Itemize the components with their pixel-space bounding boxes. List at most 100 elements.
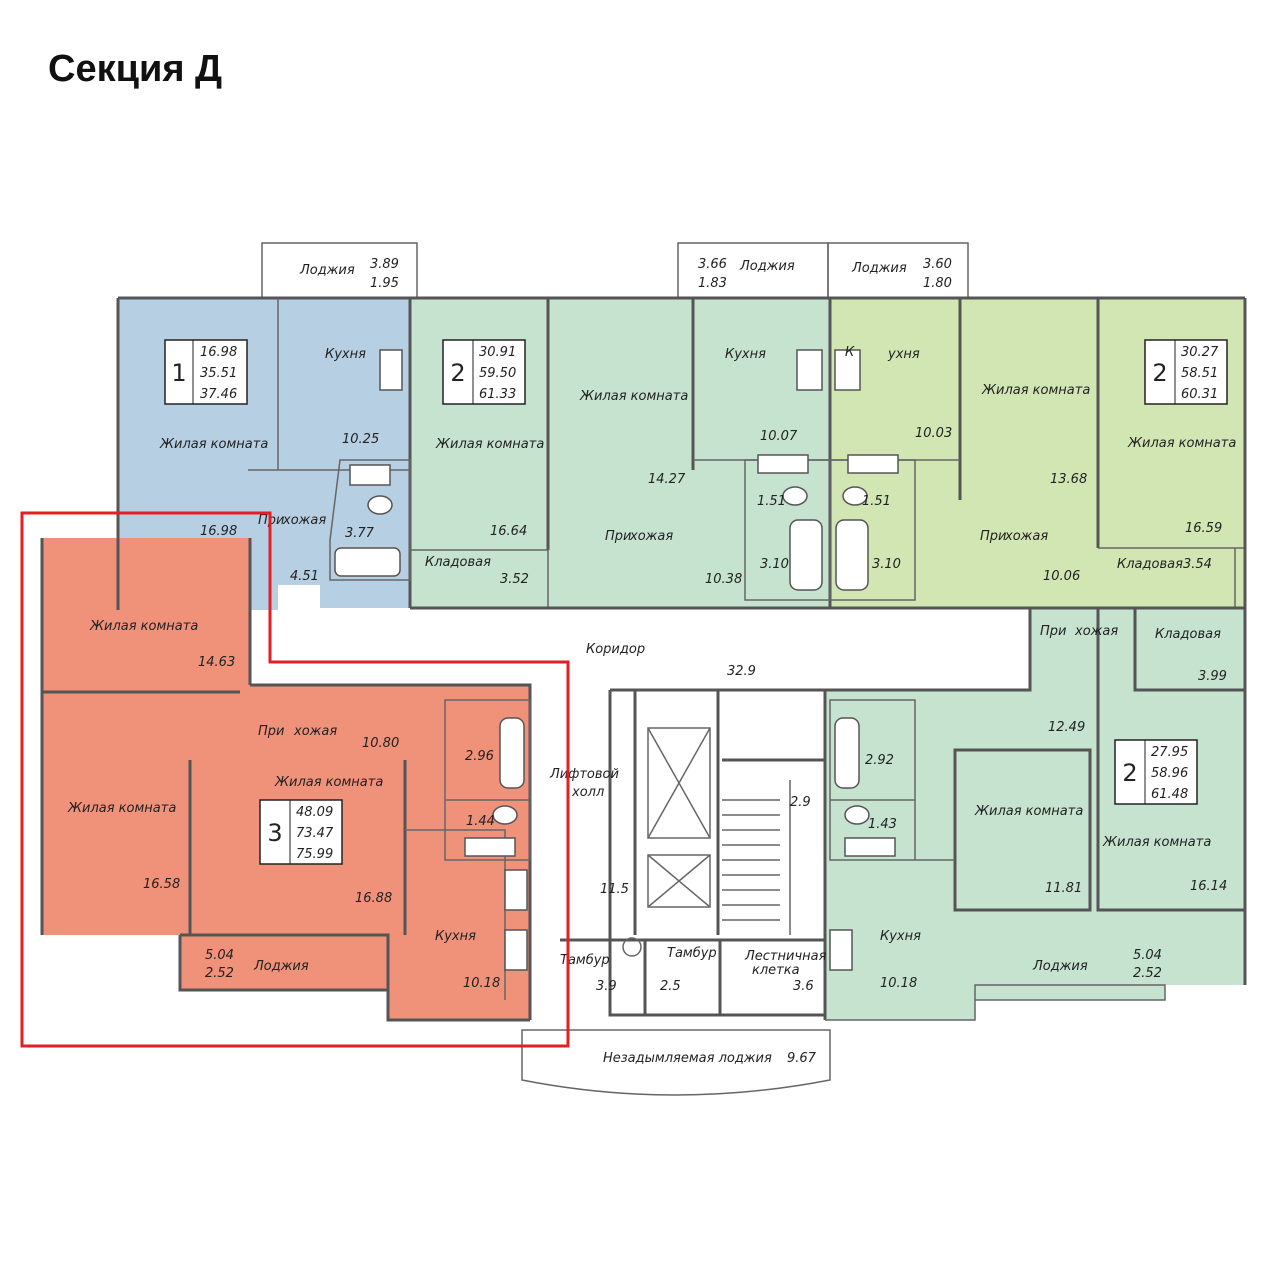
apartment-1-box: 1 16.98 35.51 37.46 — [164, 339, 248, 405]
section-title: Секция Д — [48, 48, 223, 90]
apt1-area-full: 37.46 — [200, 387, 237, 402]
apt2-hall-label-a: При — [605, 529, 631, 544]
apt2-hall-label-b: хожая — [629, 529, 673, 544]
apt1-living-label: Жилая комната — [159, 437, 268, 452]
apt5-hall-label-b: хожая — [1074, 624, 1118, 639]
apt1-living-area: 16.98 — [200, 524, 237, 539]
apt5-living-2-label: Жилая комната — [1102, 835, 1211, 850]
apt5-rooms: 2 — [1122, 759, 1137, 787]
apt4-living-2-area: 16.58 — [143, 877, 180, 892]
apartment-3-box: 2 30.27 58.51 60.31 — [1144, 339, 1228, 405]
stair-label-1: Лестничная — [744, 949, 827, 964]
apartment-4-area — [42, 538, 530, 1020]
apt4-loggia-label: Лоджия — [253, 959, 309, 974]
apt3-kitchen-area: 10.03 — [915, 426, 952, 441]
apt1-hall-label-b: хожая — [282, 513, 326, 528]
apt2-hall-area: 10.38 — [705, 572, 742, 587]
apt4-living-1-label: Жилая комната — [89, 619, 198, 634]
apt2-area-total: 59.50 — [479, 366, 516, 381]
apt4-living-2-label: Жилая комната — [67, 801, 176, 816]
lift-hall-label-2: холл — [571, 785, 604, 800]
apt5-living-1-label: Жилая комната — [974, 804, 1083, 819]
apt1-kitchen-label: Кухня — [325, 347, 366, 362]
apt2-storage-label: Кладовая — [425, 555, 491, 570]
apt3-living-1-area: 13.68 — [1050, 472, 1087, 487]
tambour-2-area: 2.5 — [660, 979, 681, 994]
apt2-kitchen-area: 10.07 — [760, 429, 798, 444]
apt5-living-1-area: 11.81 — [1045, 881, 1082, 896]
apartment-5-box: 2 27.95 58.96 61.48 — [1114, 739, 1198, 805]
apt4-hall-area: 10.80 — [362, 736, 399, 751]
corridor-label: Коридор — [586, 642, 645, 657]
apt4-rooms: 3 — [267, 819, 282, 847]
apt4-kitchen-area: 10.18 — [463, 976, 500, 991]
apt5-wc-area: 1.43 — [868, 817, 897, 832]
apt4-kitchen-label: Кухня — [435, 929, 476, 944]
apartment-4-box: 3 48.09 73.47 75.99 — [259, 799, 343, 865]
apt2-wc-area: 1.51 — [757, 494, 786, 509]
apt5-storage-area: 3.99 — [1198, 669, 1227, 684]
apt4-hall-label-a: При — [258, 724, 284, 739]
apt4-loggia-area: 5.04 — [205, 948, 234, 963]
apt5-hall-label-a: При — [1040, 624, 1066, 639]
apt4-bath-area: 2.96 — [465, 749, 494, 764]
apt2-living-2-label: Жилая комната — [579, 389, 688, 404]
apt5-living-2-area: 16.14 — [1190, 879, 1227, 894]
apt3-loggia-label: Лоджия — [851, 261, 907, 276]
apt1-rooms: 1 — [171, 359, 186, 387]
apt2-living-1-label: Жилая комната — [435, 437, 544, 452]
apt3-loggia-area: 3.60 — [923, 257, 952, 272]
apt5-storage-label: Кладовая — [1155, 627, 1221, 642]
apt4-living-1-area: 14.63 — [198, 655, 235, 670]
apt5-loggia-area-2: 2.52 — [1133, 966, 1162, 981]
apt1-kitchen-area: 10.25 — [342, 432, 379, 447]
apt2-living-2-area: 14.27 — [648, 472, 686, 487]
tambour-1-label: Тамбур — [560, 953, 610, 968]
apt3-wc-area: 1.51 — [862, 494, 891, 509]
corridor-area: 32.9 — [727, 664, 756, 679]
apt5-bath-area: 2.92 — [865, 753, 894, 768]
tambour-2-label: Тамбур — [667, 946, 717, 961]
apt2-living-1-area: 16.64 — [490, 524, 527, 539]
apt2-bath-area: 3.10 — [760, 557, 789, 572]
apt1-loggia-area: 3.89 — [370, 257, 399, 272]
apt4-area-full: 75.99 — [296, 847, 333, 862]
apt3-storage-label: Кладовая — [1117, 557, 1183, 572]
apt3-bath-area: 3.10 — [872, 557, 901, 572]
apt3-loggia-area-2: 1.80 — [923, 276, 952, 291]
apt2-area-living: 30.91 — [479, 345, 516, 360]
apt4-living-3-area: 16.88 — [355, 891, 392, 906]
apt2-loggia-area: 3.66 — [698, 257, 727, 272]
apt2-loggia-label: Лоджия — [739, 259, 795, 274]
apt3-storage-area: 3.54 — [1183, 557, 1212, 572]
apt3-living-2-area: 16.59 — [1185, 521, 1222, 536]
apt3-living-2-label: Жилая комната — [1127, 436, 1236, 451]
apt3-area-total: 58.51 — [1181, 366, 1218, 381]
apt3-kitchen-k: К — [845, 345, 855, 360]
fixtures — [334, 349, 899, 971]
apt1-bath-area: 3.77 — [345, 526, 375, 541]
apt2-rooms: 2 — [450, 359, 465, 387]
apt1-area-total: 35.51 — [200, 366, 237, 381]
smoke-free-loggia-label: Незадымляемая лоджия — [603, 1051, 772, 1066]
smoke-free-loggia-area: 9.67 — [787, 1051, 817, 1066]
apt2-storage-area: 3.52 — [500, 572, 529, 587]
apt4-living-3-label: Жилая комната — [274, 775, 383, 790]
apt4-wc-area: 1.44 — [466, 814, 495, 829]
apt3-kitchen-label: ухня — [887, 347, 920, 362]
stair-top-area: 2.9 — [790, 795, 811, 810]
apt1-hall-area: 4.51 — [290, 569, 319, 584]
apt3-area-full: 60.31 — [1181, 387, 1218, 402]
apt3-hall-area: 10.06 — [1043, 569, 1080, 584]
stair-area: 3.6 — [793, 979, 814, 994]
apt4-loggia-area-2: 2.52 — [205, 966, 234, 981]
apt5-hall-area: 12.49 — [1048, 720, 1085, 735]
apt3-living-1-label: Жилая комната — [981, 383, 1090, 398]
apt4-area-living: 48.09 — [296, 805, 333, 820]
apt4-hall-label-b: хожая — [293, 724, 337, 739]
apt5-area-full: 61.48 — [1151, 787, 1188, 802]
apt4-area-total: 73.47 — [296, 826, 334, 841]
apt5-loggia-area: 5.04 — [1133, 948, 1162, 963]
highlight-outline — [20, 511, 570, 1048]
